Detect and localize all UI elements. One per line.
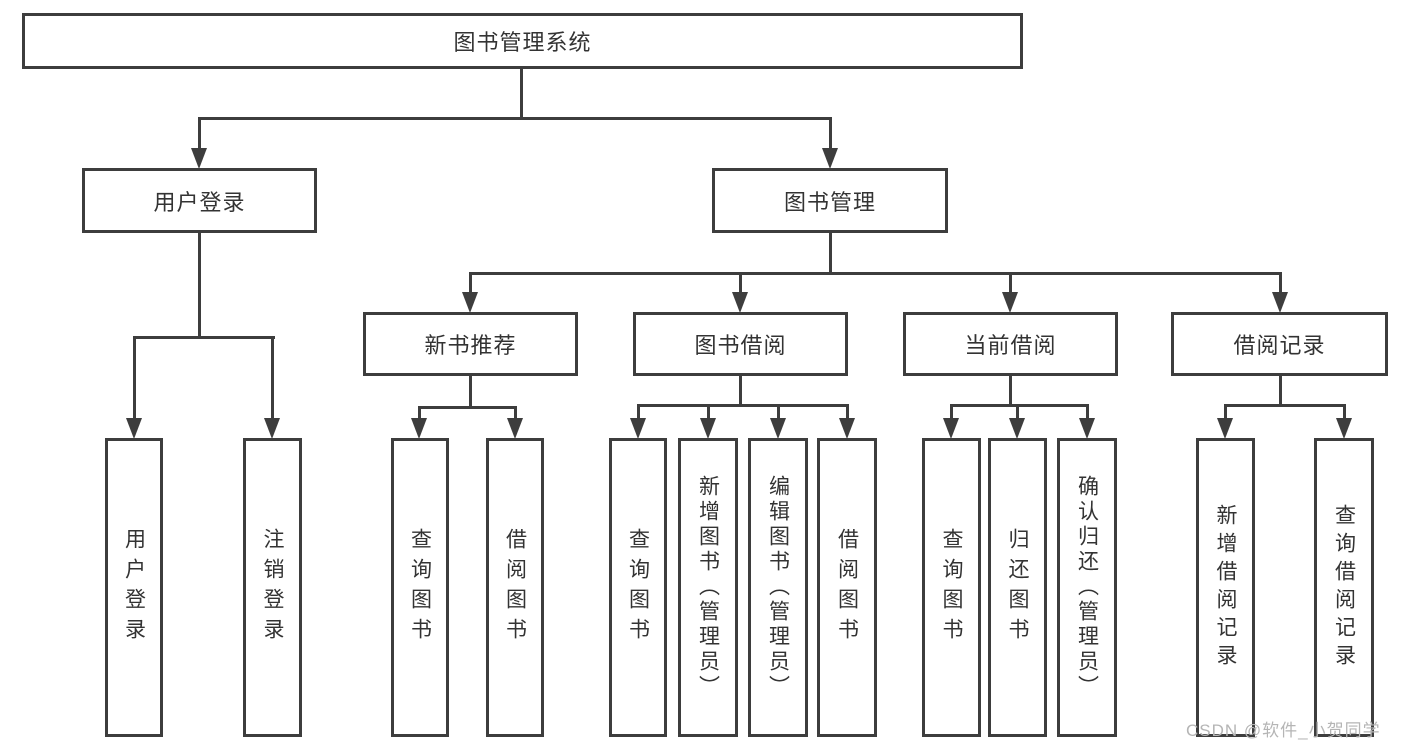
- leaf-bb-query-label: 查询图书: [626, 527, 650, 648]
- arrowhead-leaf-br-add: [1217, 418, 1233, 439]
- leaf-rec-query-label: 查询图书: [408, 527, 432, 648]
- arrowhead-borrow-records: [1272, 292, 1288, 313]
- connector-to-borrow-records: [1279, 272, 1282, 295]
- leaf-bb-query: 查询图书: [609, 438, 667, 737]
- node-root-label: 图书管理系统: [453, 30, 592, 55]
- leaf-bb-add: 新增图书（管理员）: [678, 438, 738, 737]
- connector-to-current-borrow: [1009, 272, 1012, 295]
- connector-to-book-borrow: [739, 272, 742, 295]
- connector-current-borrow-bar: [950, 404, 1088, 407]
- arrowhead-leaf-cb-confirm: [1079, 418, 1095, 439]
- connector-new-book-rec-bar: [418, 406, 517, 409]
- connector-book-borrow-stem: [739, 376, 742, 406]
- arrowhead-book-mgmt: [822, 148, 838, 169]
- node-current-borrow-label: 当前借阅: [964, 333, 1057, 358]
- connector-to-leaf-logout: [271, 336, 274, 420]
- connector-borrow-records-bar: [1224, 404, 1345, 407]
- connector-to-leaf-rec-query: [418, 406, 421, 420]
- node-current-borrow: 当前借阅: [903, 312, 1118, 376]
- leaf-cb-confirm: 确认归还（管理员）: [1057, 438, 1117, 737]
- arrowhead-current-borrow: [1002, 292, 1018, 313]
- leaf-logout-label: 注销登录: [261, 527, 284, 648]
- connector-to-leaf-bb-query: [637, 404, 640, 420]
- arrowhead-leaf-cb-query: [943, 418, 959, 439]
- leaf-rec-borrow: 借阅图书: [486, 438, 544, 737]
- arrowhead-leaf-rec-query: [411, 418, 427, 439]
- arrowhead-leaf-bb-edit: [770, 418, 786, 439]
- connector-to-leaf-bb-edit: [777, 404, 780, 420]
- node-user-login: 用户登录: [82, 168, 317, 233]
- leaf-br-query: 查询借阅记录: [1314, 438, 1374, 737]
- leaf-rec-query: 查询图书: [391, 438, 449, 737]
- arrowhead-leaf-bb-query: [630, 418, 646, 439]
- node-new-book-rec: 新书推荐: [363, 312, 578, 376]
- connector-to-leaf-rec-borrow: [514, 406, 517, 420]
- connector-to-user-login: [198, 117, 201, 150]
- connector-to-leaf-br-add: [1224, 404, 1227, 420]
- connector-to-leaf-cb-query: [950, 404, 953, 420]
- leaf-cb-confirm-label: 确认归还（管理员）: [1075, 475, 1099, 700]
- leaf-cb-return: 归还图书: [988, 438, 1047, 737]
- connector-to-leaf-bb-add: [707, 404, 710, 420]
- leaf-bb-edit-label: 编辑图书（管理员）: [766, 475, 790, 700]
- node-book-mgmt-label: 图书管理: [783, 189, 876, 215]
- arrowhead-leaf-cb-return: [1009, 418, 1025, 439]
- connector-level3-bar: [469, 272, 1282, 275]
- leaf-bb-add-label: 新增图书（管理员）: [696, 475, 720, 700]
- node-book-borrow-label: 图书借阅: [694, 333, 787, 358]
- node-root: 图书管理系统: [22, 13, 1023, 69]
- arrowhead-leaf-rec-borrow: [507, 418, 523, 439]
- leaf-br-add-label: 新增借阅记录: [1214, 503, 1237, 672]
- csdn-watermark: CSDN @软件_小贺同学: [1186, 721, 1381, 740]
- arrowhead-leaf-bb-borrow: [839, 418, 855, 439]
- connector-to-leaf-user-login: [133, 336, 136, 420]
- connector-root-stem: [520, 69, 523, 119]
- leaf-bb-edit: 编辑图书（管理员）: [748, 438, 808, 737]
- connector-user-login-bar: [133, 336, 275, 339]
- connector-to-new-book-rec: [469, 272, 472, 295]
- node-book-mgmt: 图书管理: [712, 168, 948, 233]
- leaf-br-query-label: 查询借阅记录: [1332, 503, 1356, 672]
- leaf-cb-query: 查询图书: [922, 438, 981, 737]
- connector-new-book-rec-stem: [469, 376, 472, 408]
- leaf-user-login-label: 用户登录: [122, 527, 146, 648]
- leaf-bb-borrow: 借阅图书: [817, 438, 877, 737]
- node-borrow-records: 借阅记录: [1171, 312, 1388, 376]
- connector-to-leaf-cb-return: [1016, 404, 1019, 420]
- connector-user-login-stem: [198, 233, 201, 338]
- leaf-cb-return-label: 归还图书: [1006, 527, 1029, 648]
- leaf-user-login: 用户登录: [105, 438, 163, 737]
- leaf-cb-query-label: 查询图书: [940, 527, 963, 648]
- arrowhead-new-book-rec: [462, 292, 478, 313]
- leaf-rec-borrow-label: 借阅图书: [503, 527, 527, 648]
- arrowhead-leaf-bb-add: [700, 418, 716, 439]
- arrowhead-book-borrow: [732, 292, 748, 313]
- arrowhead-leaf-logout: [264, 418, 280, 439]
- arrowhead-leaf-user-login: [126, 418, 142, 439]
- leaf-br-add: 新增借阅记录: [1196, 438, 1255, 737]
- connector-to-leaf-bb-borrow: [846, 404, 849, 420]
- connector-to-leaf-br-query: [1343, 404, 1346, 420]
- connector-book-mgmt-stem: [829, 233, 832, 274]
- connector-borrow-records-stem: [1279, 376, 1282, 406]
- connector-to-book-mgmt: [829, 117, 832, 150]
- connector-current-borrow-stem: [1009, 376, 1012, 406]
- connector-to-leaf-cb-confirm: [1086, 404, 1089, 420]
- leaf-bb-borrow-label: 借阅图书: [835, 527, 859, 648]
- leaf-logout: 注销登录: [243, 438, 302, 737]
- arrowhead-user-login: [191, 148, 207, 169]
- node-borrow-records-label: 借阅记录: [1233, 333, 1326, 358]
- node-new-book-rec-label: 新书推荐: [424, 333, 517, 358]
- connector-level1-bar: [198, 117, 832, 120]
- node-book-borrow: 图书借阅: [633, 312, 848, 376]
- connector-book-borrow-bar: [637, 404, 848, 407]
- node-user-login-label: 用户登录: [153, 189, 246, 215]
- arrowhead-leaf-br-query: [1336, 418, 1352, 439]
